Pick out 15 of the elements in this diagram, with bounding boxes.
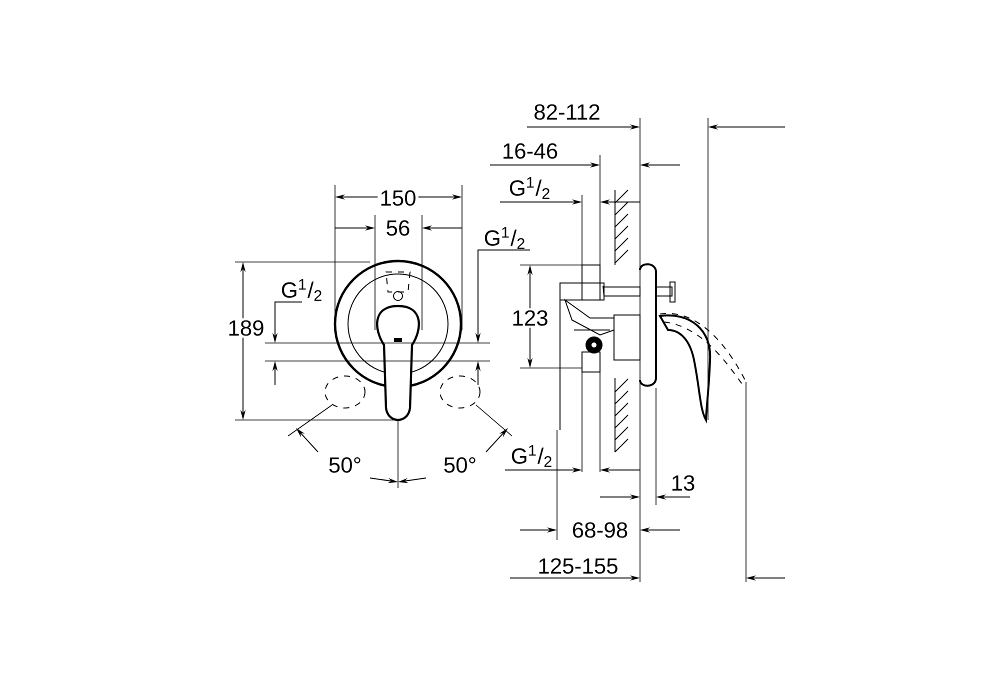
dimension-label: G$^{1}$/$_{2}$ [484, 227, 524, 249]
dimension-label: 150 [378, 188, 418, 208]
dimension-label: 16-46 [504, 143, 558, 159]
dimension-label: G$^{1}$/$_{2}$ [512, 445, 552, 467]
dimension-label: 123 [510, 308, 550, 328]
dimension-label: 13 [672, 475, 694, 491]
dimension-label: 50° [329, 457, 360, 473]
dimension-label: 82-112 [534, 104, 600, 120]
dimension-label: 189 [226, 318, 266, 338]
dimension-label: 56 [386, 220, 410, 236]
dimension-label: G$^{1}$/$_{2}$ [282, 279, 322, 301]
dimension-label: G$^{1}$/$_{2}$ [510, 177, 550, 199]
dimension-label: 125-155 [539, 558, 618, 574]
dimension-label: 68-98 [573, 522, 628, 538]
dimension-label: 50° [444, 457, 476, 473]
